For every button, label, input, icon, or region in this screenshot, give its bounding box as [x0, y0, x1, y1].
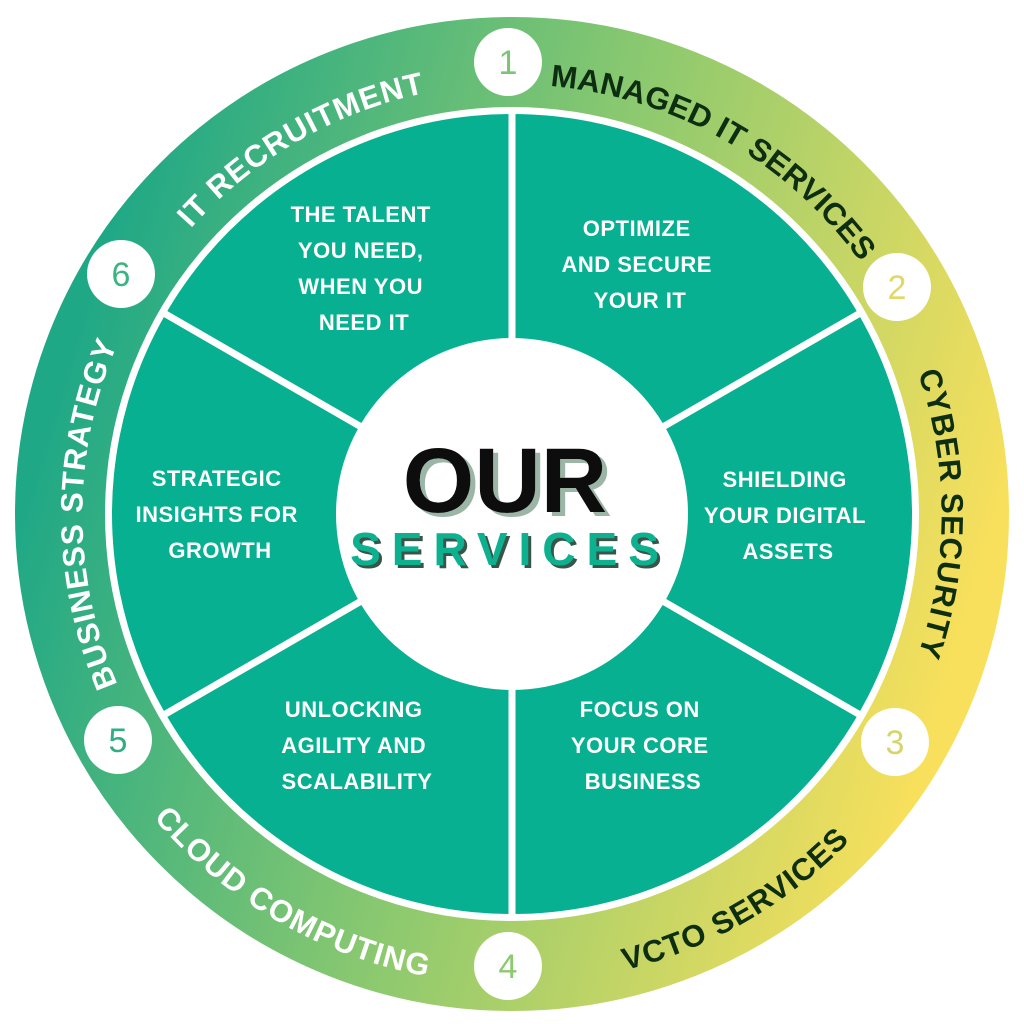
tagline-managed-it: OPTIMIZE AND SECURE YOUR IT [561, 216, 718, 313]
center-circle [336, 338, 688, 690]
svg-text:1: 1 [499, 44, 518, 82]
svg-text:4: 4 [499, 948, 518, 986]
tagline-vcto: FOCUS ON YOUR CORE BUSINESS [571, 697, 715, 794]
tagline-business-strategy: STRATEGIC INSIGHTS FOR GROWTH [135, 466, 304, 563]
title-services: SERVICES [350, 523, 670, 575]
tagline-cyber-security: SHIELDING YOUR DIGITAL ASSETS [704, 467, 872, 564]
badge-1: 1 [474, 28, 542, 96]
badge-4: 4 [474, 932, 542, 1000]
tagline-it-recruitment: THE TALENT YOU NEED, WHEN YOU NEED IT [291, 202, 438, 335]
badge-2: 2 [863, 253, 931, 321]
svg-text:3: 3 [886, 724, 905, 762]
svg-text:6: 6 [112, 256, 131, 294]
title-our: OUR [403, 430, 607, 532]
svg-text:5: 5 [109, 722, 128, 760]
badge-3: 3 [861, 708, 929, 776]
svg-text:2: 2 [888, 269, 907, 307]
badge-5: 5 [84, 706, 152, 774]
badge-6: 6 [87, 240, 155, 308]
tagline-cloud: UNLOCKING AGILITY AND SCALABILITY [281, 697, 432, 794]
